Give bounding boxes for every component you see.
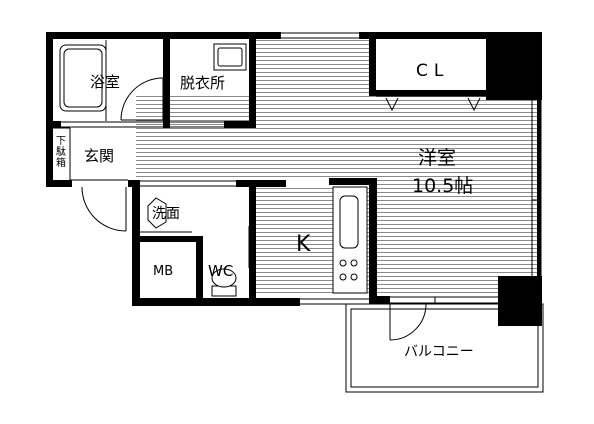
shoe-box-char: 下 bbox=[56, 136, 66, 147]
western-room-size: 10.5帖 bbox=[412, 175, 473, 197]
bath-door-icon bbox=[120, 77, 164, 121]
toilet-label: WC bbox=[208, 262, 233, 280]
entrance-label: 玄関 bbox=[84, 147, 114, 165]
closet-doors-icon bbox=[376, 90, 493, 112]
balcony-label: バルコニー bbox=[404, 344, 474, 360]
bathtub-icon bbox=[59, 40, 107, 121]
western-room-floor-main bbox=[136, 96, 538, 180]
western-room-label: 洋室 bbox=[418, 147, 456, 169]
entrance-door-icon bbox=[81, 186, 127, 232]
shoe-box-char: 駄 bbox=[56, 145, 66, 158]
shoe-box-char: 箱 bbox=[56, 156, 66, 169]
bath-label: 浴室 bbox=[90, 73, 120, 91]
thin-lines bbox=[53, 32, 544, 393]
sink-icon bbox=[213, 43, 247, 71]
meter-box-label: MB bbox=[153, 264, 173, 279]
kitchen-label: K bbox=[296, 232, 311, 257]
shoe-box-label: 下駄箱 bbox=[56, 136, 66, 169]
dressing-label: 脱衣所 bbox=[180, 74, 225, 92]
floor-hatching bbox=[136, 40, 538, 295]
closet-label: CL bbox=[416, 61, 449, 81]
kitchen-counter-icon bbox=[332, 186, 368, 294]
walls bbox=[46, 32, 542, 326]
shoe-box-label-text: 下駄箱 bbox=[56, 136, 66, 169]
washbasin-label: 洗面 bbox=[152, 206, 180, 222]
toilet-icon bbox=[211, 268, 237, 297]
western-room-floor-lower bbox=[376, 180, 538, 294]
washbasin-icon bbox=[140, 197, 192, 233]
balcony-door-icon bbox=[389, 303, 427, 341]
